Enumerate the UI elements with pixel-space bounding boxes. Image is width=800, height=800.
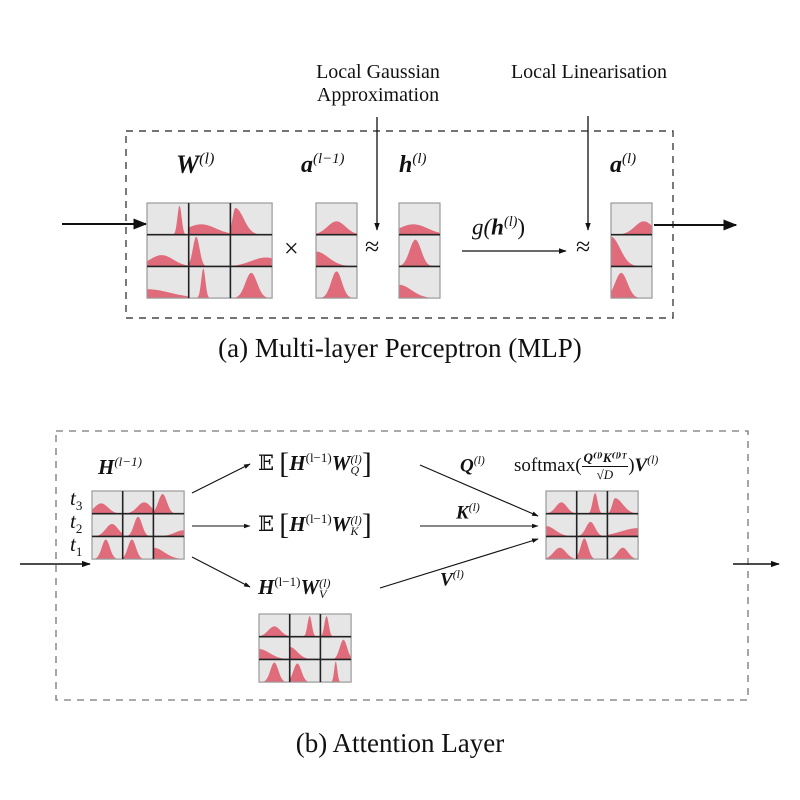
attention-output-matrix-density: [576, 538, 608, 560]
value-label: V(l): [440, 568, 464, 591]
weight-label: W(l): [176, 150, 215, 179]
attention-input-matrix-border: [91, 490, 185, 560]
output-vector-density: [611, 221, 652, 235]
input-vector-density: [316, 271, 357, 299]
attention-input-matrix-cell: [153, 513, 185, 537]
weight-matrix-density: [147, 289, 189, 299]
value-matrix-density: [320, 661, 352, 683]
value-matrix-density: [289, 663, 321, 683]
attention-output-matrix-border: [545, 490, 639, 560]
value-matrix-cell: [289, 614, 321, 637]
preactivation-label: h(l): [399, 151, 427, 178]
attention-output-matrix-cell: [576, 491, 608, 514]
value-matrix-cell: [259, 614, 290, 637]
key-expression: 𝔼 [H(l−1)W(l)K]: [258, 508, 372, 541]
weight-matrix-density: [147, 255, 189, 267]
preactivation-vector-border: [398, 202, 441, 299]
value-expression: H(l−1)W(l)V: [258, 574, 331, 602]
annotation-line-1: Local Gaussian: [316, 61, 440, 83]
weight-matrix-border: [146, 202, 273, 299]
attention-caption: (b) Attention Layer: [295, 728, 505, 758]
value-matrix-border: [258, 613, 352, 683]
attention-output-matrix-density: [576, 521, 608, 537]
preactivation-vector-density: [399, 239, 440, 267]
input-activation-label: a(l−1): [301, 151, 345, 178]
output-vector-density: [611, 272, 652, 299]
annotation-line-2: Approximation: [316, 84, 440, 106]
attention-input-matrix-density: [153, 547, 185, 560]
linearisation-annotation: Local Linearisation: [510, 61, 668, 83]
value-matrix-density: [259, 626, 290, 637]
query-expression: 𝔼 [H(l−1)W(l)Q]: [258, 447, 372, 480]
gaussian-approximation-annotation: Local Gaussian Approximation: [292, 61, 464, 107]
output-activation-label: a(l): [610, 151, 637, 178]
input-vector-density: [316, 251, 357, 267]
approx-symbol-2: ≈: [576, 232, 591, 261]
weight-matrix-cell: [188, 266, 231, 299]
value-matrix-density: [289, 616, 321, 637]
output-vector-border: [610, 202, 653, 299]
input-vector-border: [315, 202, 358, 299]
token-label-t2: t2: [70, 509, 83, 537]
attention-input-matrix-density: [92, 503, 123, 514]
query-arrow: [419, 464, 539, 517]
token-label-t3: t3: [70, 486, 83, 514]
value-arrow: [379, 538, 539, 589]
multiply-symbol: ×: [284, 234, 299, 263]
query-label: Q(l): [460, 454, 485, 477]
attention-output-matrix-density: [607, 498, 639, 514]
to-value-arrow: [191, 556, 251, 588]
attention-input-matrix-density: [122, 516, 154, 537]
softmax-expression: softmax(Q⁽ˡ⁾K⁽ˡ⁾ᵀ√D)V(l): [514, 450, 659, 482]
attention-input-matrix-density: [122, 502, 154, 514]
value-matrix-density: [259, 649, 290, 660]
input-vector-density: [316, 221, 357, 235]
mlp-caption: (a) Multi-layer Perceptron (MLP): [218, 333, 582, 363]
weight-matrix-density: [147, 205, 189, 235]
attention-input-matrix-density: [153, 494, 185, 514]
attention-frame: [55, 430, 749, 701]
attention-output-matrix-density: [607, 528, 639, 537]
attention-input-label: H(l−1): [98, 454, 142, 479]
preactivation-vector-density: [399, 224, 440, 235]
attention-input-matrix-density: [92, 539, 123, 560]
key-label: K(l): [456, 501, 480, 524]
weight-matrix-density: [230, 208, 273, 235]
attention-input-matrix-density: [122, 539, 154, 560]
weight-matrix-density: [230, 272, 273, 299]
attention-input-matrix-density: [92, 523, 123, 537]
output-vector-density: [611, 236, 652, 267]
token-label-t1: t1: [70, 532, 83, 560]
attention-output-matrix-density: [546, 526, 577, 537]
attention-output-matrix-density: [546, 547, 577, 560]
weight-matrix-density: [230, 257, 273, 267]
preactivation-vector-density: [399, 284, 440, 299]
weight-matrix-density: [188, 236, 231, 267]
value-matrix-density: [259, 662, 290, 683]
attention-output-matrix-density: [607, 547, 639, 560]
value-matrix-density: [320, 639, 352, 660]
attention-output-matrix-density: [546, 502, 577, 514]
softmax-fraction: Q⁽ˡ⁾K⁽ˡ⁾ᵀ√D: [581, 450, 629, 482]
value-matrix-density: [320, 616, 352, 637]
approx-symbol-1: ≈: [365, 232, 380, 261]
attention-input-matrix-density: [153, 530, 185, 537]
to-query-arrow: [191, 463, 251, 494]
weight-matrix-density: [188, 224, 231, 235]
activation-function-label: g(h(l)): [472, 214, 526, 240]
value-matrix-density: [289, 646, 321, 660]
attention-output-matrix-density: [576, 493, 608, 514]
